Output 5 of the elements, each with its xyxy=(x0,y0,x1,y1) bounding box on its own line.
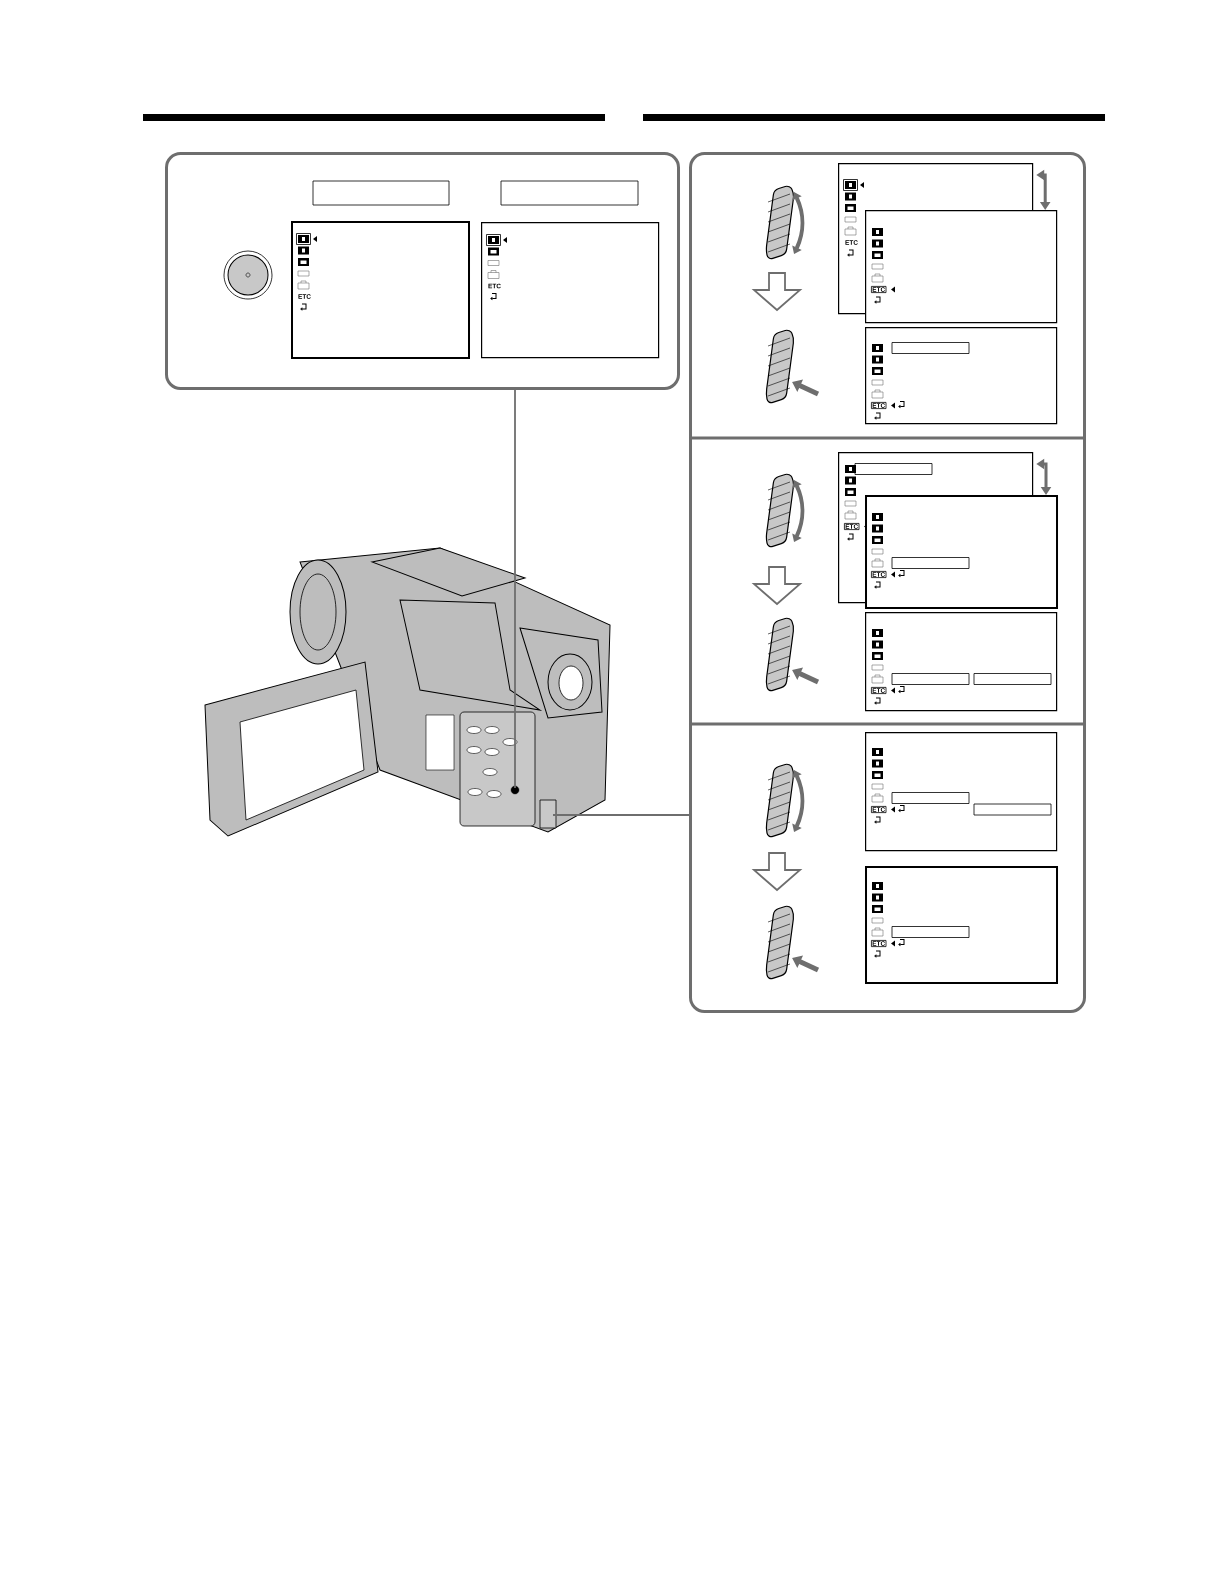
panel-frame xyxy=(689,152,1086,1013)
leader-line xyxy=(552,814,690,816)
camcorder-drawing xyxy=(204,547,611,837)
leader-line xyxy=(514,389,516,789)
panel-frame xyxy=(165,152,680,390)
